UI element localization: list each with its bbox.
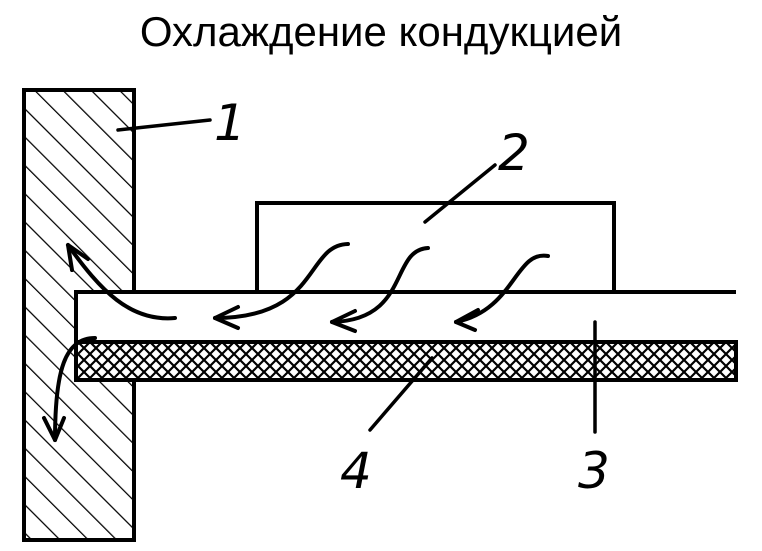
heat-flow-arrow-down: [53, 336, 97, 442]
callout-label-1: 1: [214, 94, 246, 152]
component-element: [255, 201, 616, 294]
heat-conducting-layer: [74, 340, 738, 382]
heat-flow-arrow-middle: [330, 246, 430, 324]
heat-flow-arrow-up: [66, 243, 177, 321]
heat-flow-arrows: [42, 242, 550, 442]
arrowhead-up: [66, 243, 90, 272]
leader-wall: [116, 118, 212, 132]
arrowhead-down: [42, 416, 66, 442]
callout-leaders: [116, 118, 597, 434]
heat-flow-arrow-left: [213, 242, 350, 320]
leader-layer: [368, 356, 434, 432]
callout-label-4: 4: [340, 442, 372, 500]
callout-label-2: 2: [498, 124, 530, 182]
arrowhead-left: [213, 305, 240, 330]
arrowhead-middle: [330, 309, 357, 333]
diagram-title: Охлаждение кондукцией: [139, 8, 623, 55]
heat-flow-arrow-right: [454, 253, 550, 324]
leader-component: [423, 163, 497, 224]
arrowhead-right: [454, 308, 480, 332]
callout-label-3: 3: [578, 442, 610, 500]
